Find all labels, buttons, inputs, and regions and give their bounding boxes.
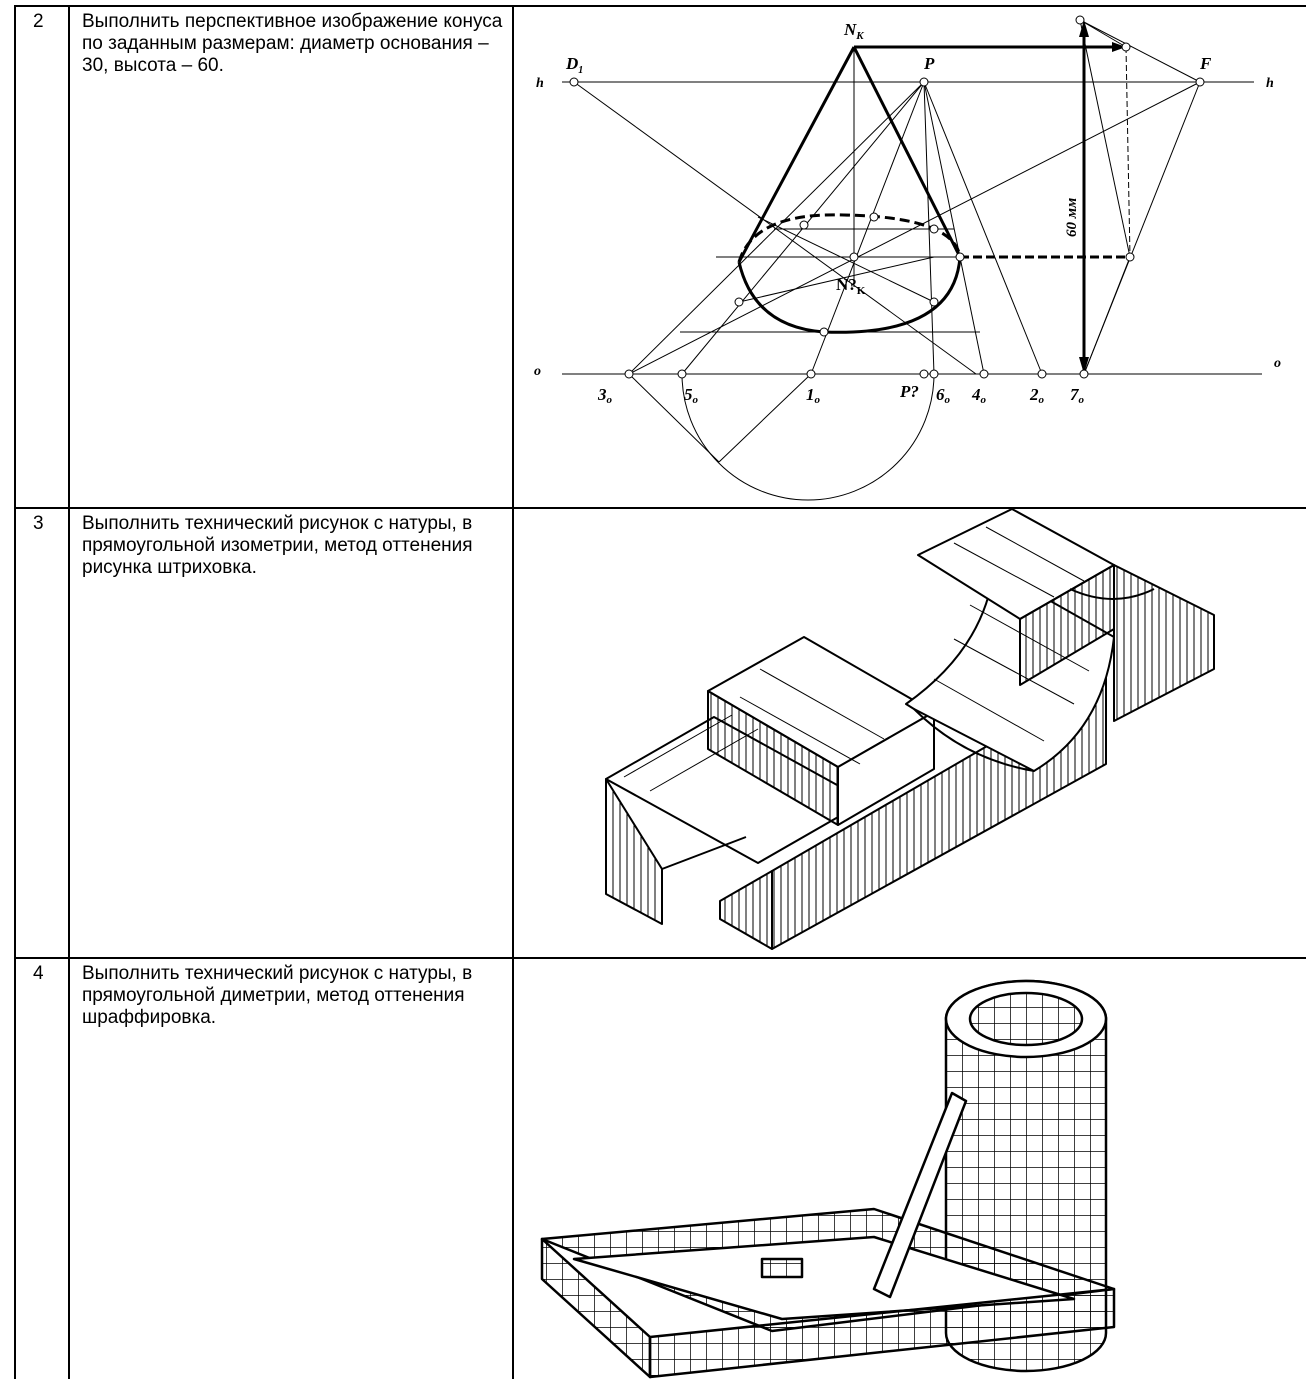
label-d1: D1 — [565, 54, 583, 76]
dimetric-model-drawing — [540, 979, 1116, 1379]
figure-cell: NK D1 P F h h o o N?K 60 мм 3o 5o 1o P? … — [514, 7, 1306, 509]
table-row: 2 Выполнить перспективное изображение ко… — [14, 5, 1306, 509]
row-number-cell: 4 — [14, 959, 70, 1379]
row-number: 3 — [33, 513, 44, 534]
task-text: Выполнить технический рисунок с натуры, … — [82, 513, 473, 578]
label-nk: NK — [843, 20, 864, 42]
task-text: Выполнить перспективное изображение кону… — [82, 11, 503, 76]
tick-3: 3o — [597, 385, 613, 406]
tick-p: P? — [899, 382, 919, 401]
isometric-bearing-drawing — [605, 509, 1215, 950]
tick-2: 2o — [1029, 385, 1045, 406]
table-row: 3 Выполнить технический рисунок с натуры… — [14, 507, 1306, 959]
cone-perspective-drawing: NK D1 P F h h o o N?K 60 мм 3o 5o 1o P? … — [534, 15, 1281, 501]
label-h-right: h — [1266, 76, 1274, 91]
table-row: 4 Выполнить технический рисунок с натуры… — [14, 957, 1306, 1379]
figure-cell — [514, 509, 1306, 959]
label-p: P — [923, 54, 935, 73]
tick-6: 6o — [936, 385, 951, 406]
row-number: 2 — [33, 11, 44, 32]
task-text-cell: Выполнить технический рисунок с натуры, … — [68, 959, 514, 1379]
row-number-cell: 2 — [14, 7, 70, 509]
tick-5: 5o — [684, 385, 699, 406]
task-text-cell: Выполнить технический рисунок с натуры, … — [68, 509, 514, 959]
label-nk2: N?K — [836, 275, 866, 297]
label-o-right: o — [1274, 356, 1281, 371]
task-text: Выполнить технический рисунок с натуры, … — [82, 963, 473, 1028]
tick-1: 1o — [806, 385, 821, 406]
tick-4: 4o — [971, 385, 987, 406]
label-dimension: 60 мм — [1064, 198, 1080, 237]
figure-cell — [514, 959, 1306, 1379]
label-f: F — [1199, 54, 1212, 73]
task-text-cell: Выполнить перспективное изображение кону… — [68, 7, 514, 509]
label-o-left: o — [534, 364, 541, 379]
tick-7: 7o — [1070, 385, 1085, 406]
row-number-cell: 3 — [14, 509, 70, 959]
label-h-left: h — [536, 76, 544, 91]
row-number: 4 — [33, 963, 44, 984]
